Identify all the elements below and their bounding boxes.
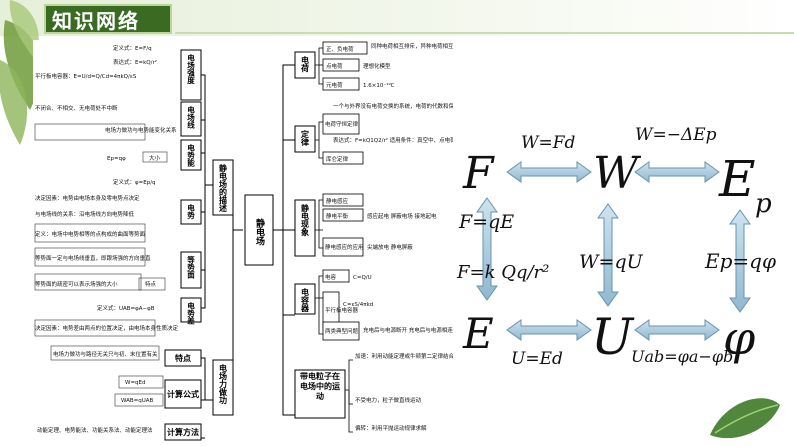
branch-phenomenon-label: 静电现象: [301, 203, 310, 237]
node-work: W: [593, 148, 642, 199]
group-work-formula-label: 计算公式: [167, 389, 199, 399]
note-work-qu: WAB=qUAB: [121, 398, 154, 404]
group-potential-energy-label: 电势能: [186, 143, 195, 168]
header-rule: [175, 32, 794, 34]
node-field: E: [462, 309, 494, 358]
relation-diagram: F W E p E U φ W=Fd W=−ΔEp F=qE F=k Qq/r²…: [456, 125, 776, 369]
note-pe-size: 大小: [149, 154, 161, 162]
branch-motion-label: 带电粒子在电场中的运动: [300, 372, 340, 401]
node-voltage: U: [591, 308, 635, 366]
node-potential-energy-subscript: p: [755, 189, 772, 219]
note-work-qed: W=qEd: [125, 380, 146, 386]
note-potential-def: 定义式：φ=Ep/q: [113, 178, 156, 186]
note-field-def: 定义式：E=F/q: [113, 44, 152, 52]
note-pd-factor: 决定因素：电势差由两点的位置决定，由电场本身性质决定: [35, 324, 179, 332]
relation-w-delta-ep: W=−ΔEp: [635, 125, 717, 145]
concept-map: 静电场 静电场的描述 电场力做功 电场强度 电场线 电势能 电势 等势面 电势差…: [33, 40, 453, 442]
note-deflection: 偏转：利用平抛运动规律求解: [355, 424, 427, 432]
note-pe-work: 电场力做功与电势能变化关系: [105, 126, 177, 134]
item-capacitance: 电容: [325, 273, 337, 281]
group-equipotential-label: 等势面: [186, 255, 195, 280]
group-field-strength-label: 电场强度: [186, 53, 195, 86]
note-field-parallel: 平行板电容器：E=U/d=Q/Cd=4πkQ/εS: [35, 72, 137, 80]
note-capacitance: C=Q/U: [353, 275, 372, 281]
arrow-u-phi: [634, 319, 720, 341]
note-coulomb: 表达式：F=kQ1Q2/r² 适用条件：真空中、点电荷: [333, 136, 453, 144]
relation-u-ed: U=Ed: [511, 349, 563, 369]
item-conservation: 电荷守恒定律: [325, 120, 359, 128]
branch-capacitor-label: 电容器: [300, 287, 310, 313]
note-acceleration: 加速：利用动能定理或牛顿第二定律结合运动学公式求解: [355, 352, 453, 360]
note-potential-factor: 决定因素：电势由电场本身及零电势点决定: [35, 194, 140, 202]
note-work-feature: 电场力做功与路径无关只与初、末位置有关: [53, 350, 158, 358]
note-straight: 不受电力，粒子做直线运动: [355, 396, 422, 404]
note-equip-perp: 等势面一定与电场线垂直，即跟场强的方向垂直: [35, 254, 151, 262]
note-field-lines: 不闭合、不相交、无电荷处不中断: [35, 104, 118, 112]
note-induction-app: 尖端放电 静电屏蔽: [367, 243, 413, 251]
note-equip-density: 等势面的疏密可以表示场强的大小: [35, 280, 118, 288]
arrow-f-w: [506, 161, 592, 183]
branch-description-label: 静电场的描述: [219, 163, 228, 213]
group-work-method-label: 计算方法: [167, 427, 199, 437]
item-equilibrium: 静电平衡: [326, 212, 349, 220]
node-potential: φ: [723, 311, 756, 365]
leaf-decoration-top-left: [0, 0, 41, 145]
note-charge-types: 同种电荷相互排斥，异种电荷相互吸引: [371, 42, 453, 50]
item-induction-app: 静电感应的应用: [325, 243, 364, 251]
relation-ep-qphi: Ep=qφ: [704, 249, 776, 273]
arrow-w-u: [597, 203, 619, 307]
note-equip-feature: 特点: [145, 280, 157, 288]
note-pd-def: 定义式：UAB=φA−φB: [97, 304, 155, 312]
note-field-expr: 表达式：E=kQ/r²: [113, 58, 157, 66]
branch-law-label: 定律: [301, 129, 310, 147]
note-typical-problems: 充电后与电源断开 充电后与电源相连: [363, 326, 453, 334]
item-charge-types: 正、负电荷: [326, 45, 354, 53]
node-potential-energy: E: [718, 150, 756, 208]
note-elementary-charge: 1.6×10⁻¹⁹C: [363, 82, 395, 89]
relation-coulomb: F=k Qq/r²: [456, 262, 549, 283]
item-typical-problems: 两类典型问题: [325, 327, 359, 335]
concept-center-label: 静电场: [254, 217, 265, 246]
title-box: [44, 4, 172, 34]
note-potential-lines: 与电场线的关系：沿电场线方向电势降低: [35, 210, 135, 218]
branch-charge-label: 电荷: [301, 55, 310, 73]
note-equilibrium: 感应起电 屏蔽电场 接地起电: [367, 212, 437, 220]
note-point-charge: 理想化模型: [363, 62, 391, 70]
item-parallel-plate: 平行板电容器: [325, 306, 359, 314]
item-coulomb: 库仑定律: [326, 155, 349, 163]
note-equip-def: 定义：电场中电势相等的点构成的曲面等势面: [35, 230, 146, 238]
item-elementary-charge: 元电荷: [326, 81, 343, 89]
arrow-e-u: [506, 319, 592, 341]
relation-f-qe: F=qE: [458, 211, 514, 233]
group-potential-label: 电势: [186, 203, 195, 221]
arrow-f-e: [476, 197, 498, 301]
relation-w-qu: W=qU: [579, 251, 644, 273]
leaf-decoration-bottom-right: [710, 398, 780, 439]
slide-title: 知识网络: [52, 9, 140, 33]
relation-uab: Uab=φa−φb: [631, 347, 733, 366]
group-potential-difference-label: 电势差: [186, 301, 195, 325]
item-point-charge: 点电荷: [326, 62, 343, 70]
node-force: F: [462, 148, 495, 199]
group-work-feature-label: 特点: [175, 353, 191, 363]
note-conservation: 一个与外界没有电荷交换的系统，电荷的代数和保持不变: [333, 102, 453, 110]
group-field-lines-label: 电场线: [186, 105, 195, 130]
note-parallel-plate: C=εS/4πkd: [343, 302, 373, 308]
arrow-w-ep: [634, 161, 720, 183]
item-induction: 静电感应: [326, 197, 349, 205]
relation-w-fd: W=Fd: [521, 133, 576, 153]
branch-work-label: 电场力做功: [219, 363, 228, 405]
note-pe-formula: Ep=qφ: [107, 156, 126, 162]
arrow-ep-phi: [729, 209, 751, 313]
note-work-method: 动能定理、电势能法、功能关系法、动能定理法: [37, 426, 153, 434]
